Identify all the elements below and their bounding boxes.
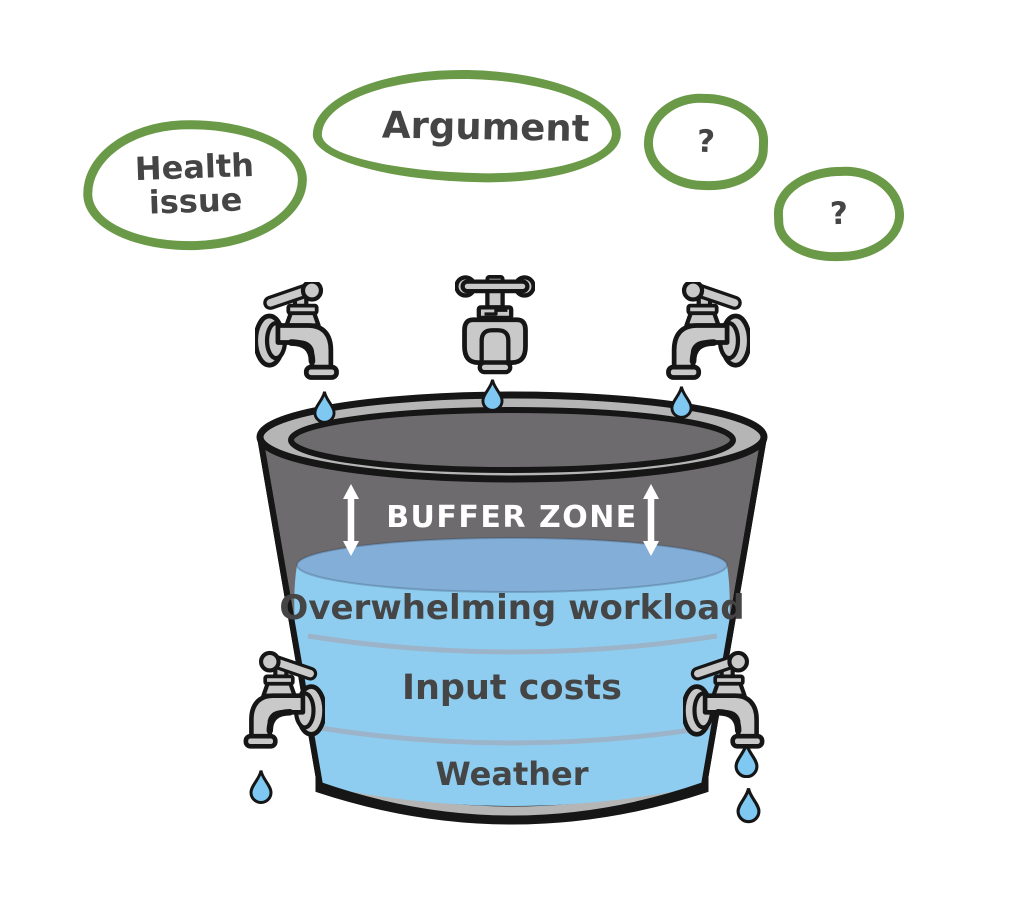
stressor-bubble-argument: Argument: [312, 67, 622, 185]
tap-side-left-icon: [255, 282, 350, 386]
bucket-rim-inner: [288, 407, 736, 473]
layer-divider-1: [307, 633, 718, 655]
water-layer-label-overwhelming-workload: Overwhelming workload: [279, 588, 745, 628]
water-drop-icon: [736, 786, 761, 824]
drain-tap-right-icon: [683, 648, 775, 760]
double-arrow-vertical-icon: [640, 483, 662, 557]
tap-front-icon: [455, 272, 535, 377]
water-drop-icon: [481, 378, 504, 412]
buffer-zone-label: BUFFER ZONE: [386, 500, 638, 535]
stressor-label: ?: [696, 123, 716, 161]
water-drop-icon: [249, 769, 273, 804]
stressor-label: Health issue: [134, 146, 255, 222]
water-drop-icon: [313, 390, 336, 424]
stressor-bubble-unknown-2: ?: [772, 164, 906, 264]
water-layer-label-input-costs: Input costs: [401, 668, 622, 708]
stressor-bubble-unknown-1: ?: [642, 91, 770, 193]
stressor-bubble-health: Health issue: [80, 116, 310, 254]
double-arrow-vertical-icon: [340, 483, 362, 557]
stressor-label: Argument: [381, 103, 590, 150]
water-drop-icon: [670, 385, 693, 419]
drain-tap-left-icon: [233, 648, 325, 760]
bucket-illustration: [256, 391, 768, 825]
layer-divider-2: [313, 724, 712, 746]
stressor-label: ?: [829, 195, 849, 233]
water-surface: [296, 537, 728, 593]
water-layer-label-weather: Weather: [435, 755, 589, 793]
bucket-water: [294, 565, 730, 806]
tap-side-right-icon: [655, 282, 750, 386]
bucket-outline: [257, 436, 767, 822]
